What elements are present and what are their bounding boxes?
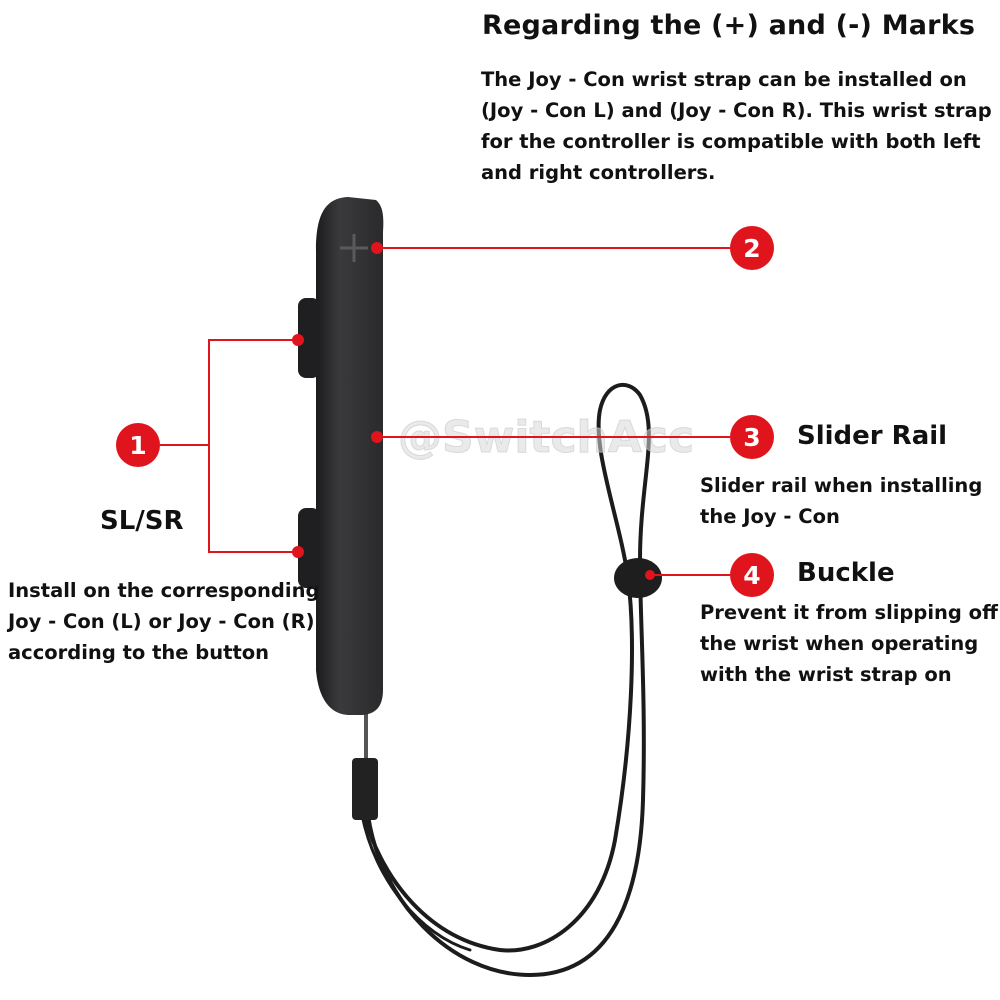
callout-description-sl-sr: Install on the corresponding Joy - Con (… bbox=[8, 579, 320, 664]
plus-mark-icon bbox=[340, 234, 368, 262]
callout-description-slider-rail: Slider rail when installing the Joy - Co… bbox=[700, 474, 983, 528]
callout-line-1-bracket bbox=[208, 339, 298, 553]
callout-label-buckle: Buckle bbox=[797, 558, 895, 588]
section-description: The Joy - Con wrist strap can be install… bbox=[481, 68, 992, 184]
callout-label-slider-rail: Slider Rail bbox=[797, 421, 948, 451]
strap-connector bbox=[352, 758, 378, 820]
sl-button bbox=[298, 298, 320, 378]
callout-label-sl-sr: SL/SR bbox=[100, 506, 184, 536]
buckle bbox=[614, 558, 662, 598]
strap-cord-outer bbox=[362, 383, 651, 978]
strap-cord-inner bbox=[360, 813, 472, 952]
callout-badge-3: 3 bbox=[730, 415, 774, 459]
callout-dots bbox=[292, 242, 655, 580]
callout-description-buckle: Prevent it from slipping off the wrist w… bbox=[700, 601, 998, 686]
callout-badge-1: 1 bbox=[116, 423, 160, 467]
callout-badge-2: 2 bbox=[730, 226, 774, 270]
wrist-strap bbox=[360, 383, 651, 978]
callout-badge-4: 4 bbox=[730, 553, 774, 597]
section-title: Regarding the (+) and (-) Marks bbox=[482, 10, 976, 41]
callout-lines bbox=[160, 247, 730, 576]
strap-body bbox=[316, 197, 384, 715]
sr-button bbox=[298, 508, 320, 588]
